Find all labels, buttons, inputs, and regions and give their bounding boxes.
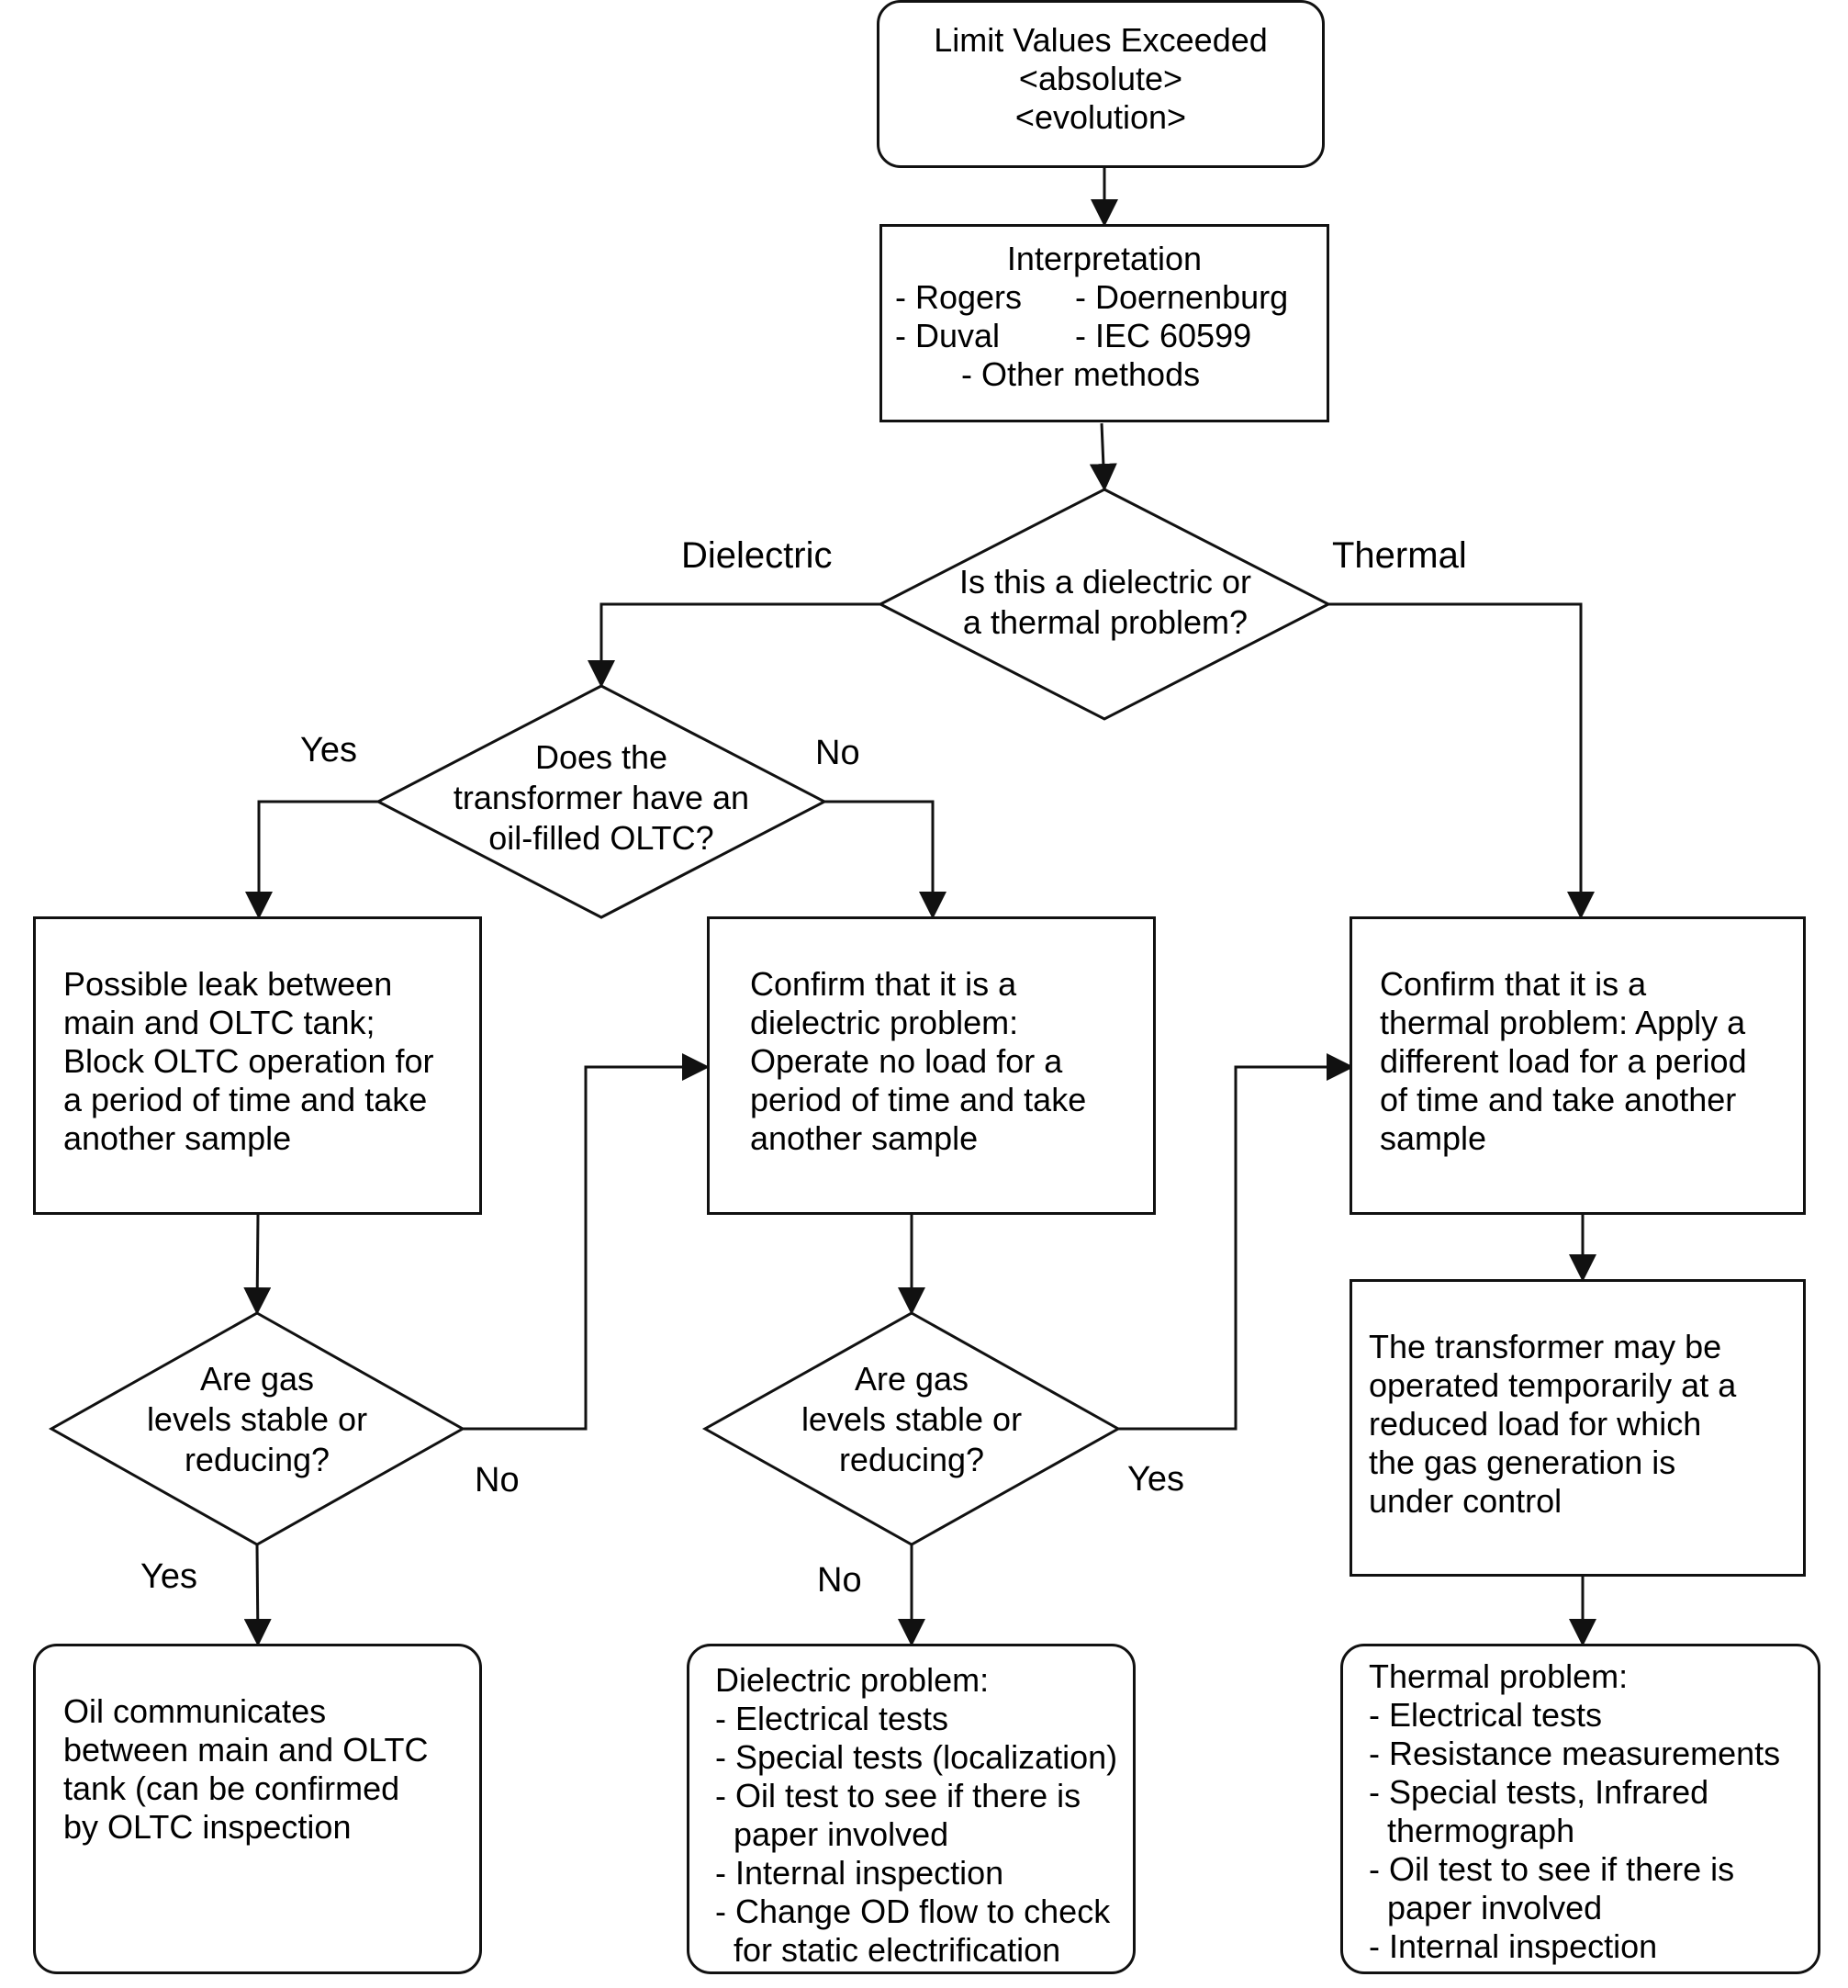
method-doernenburg: - Doernenburg — [1075, 278, 1289, 316]
diamond-problem-shape — [877, 488, 1332, 721]
thermal-end-line-2: - Electrical tests — [1369, 1696, 1603, 1734]
dielectric-problem-terminal: Dielectric problem: - Electrical tests -… — [687, 1644, 1136, 1974]
interpretation-methods: - Rogers - Doernenburg - Duval - IEC 605… — [895, 278, 1327, 355]
decision-gas-middle-text: Are gas levels stable or reducing? — [756, 1359, 1068, 1480]
label-gas-middle-no: No — [817, 1561, 862, 1600]
confirm-thermal-line-3: different load for a period — [1380, 1042, 1747, 1080]
confirm-thermal-line-2: thermal problem: Apply a — [1380, 1004, 1746, 1041]
label-gas-left-no: No — [475, 1461, 520, 1499]
leak-box: Possible leak between main and OLTC tank… — [33, 916, 482, 1215]
leak-line-5: another sample — [63, 1119, 292, 1157]
confirm-dielectric-line-2: dielectric problem: — [750, 1004, 1019, 1041]
confirm-dielectric-line-3: Operate no load for a — [750, 1042, 1063, 1080]
leak-line-1: Possible leak between — [63, 965, 393, 1003]
arrow-interpretation-to-problem — [1089, 422, 1117, 491]
arrow-oltc-no-to-confirm-dielectric — [824, 800, 946, 919]
dielectric-end-line-7: - Change OD flow to check — [715, 1893, 1111, 1930]
reduced-line-1: The transformer may be — [1369, 1328, 1722, 1365]
gas-left-line-2: levels stable or — [146, 1400, 368, 1438]
dielectric-end-line-2: - Electrical tests — [715, 1700, 949, 1737]
leak-line-4: a period of time and take — [63, 1081, 428, 1118]
thermal-end-line-5: thermograph — [1369, 1812, 1575, 1849]
dielectric-end-line-1: Dielectric problem: — [715, 1661, 990, 1699]
interpretation-box: Interpretation - Rogers - Doernenburg - … — [879, 224, 1329, 422]
confirm-thermal-box: Confirm that it is a thermal problem: Ap… — [1350, 916, 1806, 1215]
dielectric-end-line-6: - Internal inspection — [715, 1854, 1004, 1892]
decision-oltc-text: Does the transformer have an oil-filled … — [427, 737, 776, 859]
thermal-end-line-7: paper involved — [1369, 1889, 1603, 1926]
confirm-thermal-line-5: sample — [1380, 1119, 1487, 1157]
thermal-end-line-3: - Resistance measurements — [1369, 1735, 1781, 1772]
start-node: Limit Values Exceeded <absolute> <evolut… — [877, 0, 1325, 168]
gas-left-line-1: Are gas — [199, 1360, 315, 1398]
thermal-problem-terminal: Thermal problem: - Electrical tests - Re… — [1340, 1644, 1820, 1974]
reduced-line-2: operated temporarily at a — [1369, 1366, 1737, 1404]
oil-line-3: tank (can be confirmed — [63, 1769, 400, 1807]
thermal-end-line-1: Thermal problem: — [1369, 1657, 1629, 1695]
arrow-leak-to-gas-left — [243, 1214, 272, 1315]
start-line-2: <absolute> — [1018, 60, 1183, 97]
interpretation-title: Interpretation — [1006, 240, 1203, 277]
dielectric-end-line-3: - Special tests (localization) — [715, 1738, 1118, 1776]
confirm-dielectric-line-4: period of time and take — [750, 1081, 1087, 1118]
arrow-oltc-yes-to-leak — [245, 800, 378, 919]
reduced-line-4: the gas generation is — [1369, 1443, 1676, 1481]
decision-problem-line-2: a thermal problem? — [962, 603, 1249, 641]
confirm-thermal-line-1: Confirm that it is a — [1380, 965, 1647, 1003]
start-line-1: Limit Values Exceeded — [934, 21, 1268, 59]
thermal-end-line-8: - Internal inspection — [1369, 1927, 1658, 1965]
confirm-dielectric-line-1: Confirm that it is a — [750, 965, 1017, 1003]
diamond-oltc-shape — [375, 684, 828, 919]
leak-line-3: Block OLTC operation for — [63, 1042, 434, 1080]
confirm-thermal-line-4: of time and take another — [1380, 1081, 1737, 1118]
gas-left-line-3: reducing? — [184, 1441, 330, 1478]
arrow-gas-left-yes-to-oil — [243, 1544, 272, 1646]
arrow-problem-to-oltc — [588, 602, 880, 688]
decision-oltc-line-3: oil-filled OLTC? — [488, 819, 714, 857]
method-other: - Other methods — [961, 355, 1201, 393]
start-line-3: <evolution> — [1014, 98, 1187, 136]
dielectric-end-line-4: - Oil test to see if there is — [715, 1777, 1081, 1814]
arrow-gas-left-no-to-confirm-dielectric — [463, 1053, 710, 1431]
decision-problem-line-1: Is this a dielectric or — [958, 563, 1252, 601]
decision-oltc-line-2: transformer have an — [453, 779, 750, 816]
gas-middle-line-2: levels stable or — [801, 1400, 1023, 1438]
label-oltc-yes: Yes — [300, 731, 357, 769]
decision-oltc-line-1: Does the — [534, 738, 668, 776]
dielectric-end-line-5: paper involved — [715, 1815, 949, 1853]
label-thermal: Thermal — [1332, 535, 1467, 576]
decision-problem-text: Is this a dielectric or a thermal proble… — [926, 562, 1284, 643]
gas-middle-line-3: reducing? — [838, 1441, 985, 1478]
label-oltc-no: No — [815, 734, 860, 772]
oil-line-1: Oil communicates — [63, 1692, 327, 1730]
dielectric-end-line-8: for static electrification — [715, 1931, 1061, 1969]
reduced-line-5: under control — [1369, 1482, 1562, 1520]
reduced-line-3: reduced load for which — [1369, 1405, 1702, 1443]
oil-communicates-terminal: Oil communicates between main and OLTC t… — [33, 1644, 482, 1974]
label-gas-left-yes: Yes — [140, 1557, 197, 1596]
leak-line-2: main and OLTC tank; — [63, 1004, 375, 1041]
confirm-dielectric-box: Confirm that it is a dielectric problem:… — [707, 916, 1156, 1215]
arrow-gas-middle-yes-to-confirm-thermal — [1118, 1053, 1354, 1431]
confirm-dielectric-line-5: another sample — [750, 1119, 979, 1157]
decision-gas-left-text: Are gas levels stable or reducing? — [101, 1359, 413, 1480]
label-gas-middle-yes: Yes — [1127, 1460, 1184, 1499]
thermal-end-line-4: - Special tests, Infrared — [1369, 1773, 1709, 1811]
method-rogers: - Rogers — [895, 278, 1023, 316]
method-iec: - IEC 60599 — [1075, 317, 1252, 354]
method-duval: - Duval — [895, 317, 1001, 354]
label-dielectric: Dielectric — [681, 535, 833, 576]
oil-line-2: between main and OLTC — [63, 1731, 429, 1769]
gas-middle-line-1: Are gas — [854, 1360, 969, 1398]
reduced-load-box: The transformer may be operated temporar… — [1350, 1279, 1806, 1577]
thermal-end-line-6: - Oil test to see if there is — [1369, 1850, 1735, 1888]
arrow-problem-to-confirm-thermal — [1328, 602, 1595, 919]
oil-line-4: by OLTC inspection — [63, 1808, 352, 1846]
